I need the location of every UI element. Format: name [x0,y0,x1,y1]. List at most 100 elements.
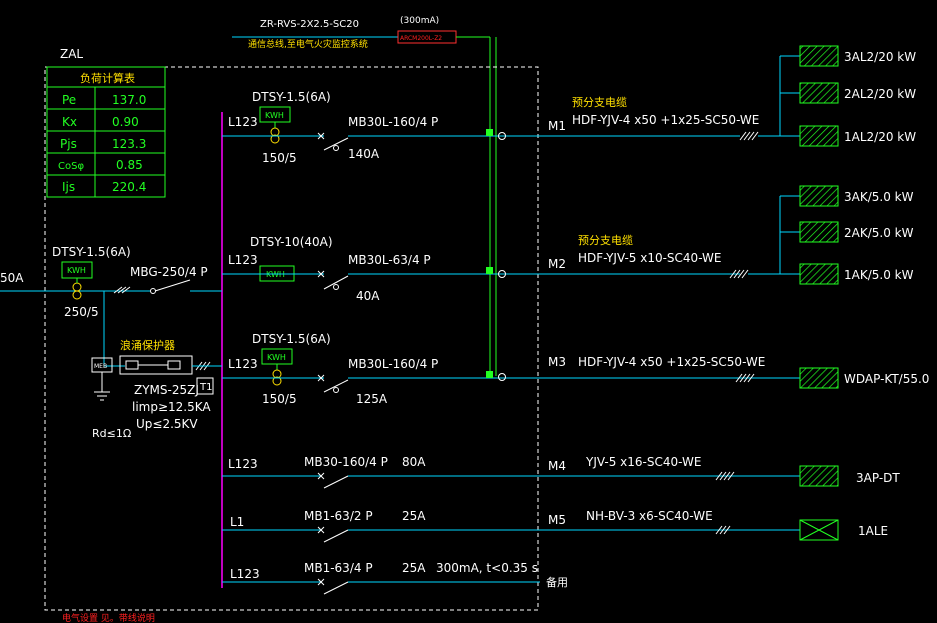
branch-m1-cable-label: 预分支电缆 [572,96,627,109]
branch-m3-meter-box: KWH [267,353,286,362]
load-val-ijs: 220.4 [112,180,146,194]
load-box-2ak: 2AK/5.0 kW [799,221,914,243]
branch-m2-breaker: MB30L-63/4 P [348,253,431,267]
load-label-3ap: 3AP-DT [856,471,900,485]
fire-monitor-line: ZR-RVS-2X2.5-SC20 (300mA) 通信总线,至电气火灾监控系统… [232,16,497,376]
spd-title: 浪涌保护器 [120,338,175,352]
spd-t1: T1 [199,382,212,393]
load-label-3ak: 3AK/5.0 kW [844,190,914,204]
panel-boundary [44,66,539,611]
branch-m1-breaker: MB30L-160/4 P [348,115,438,129]
branch-m3-breaker: MB30L-160/4 P [348,357,438,371]
load-box-3al2: 3AL2/20 kW [799,45,916,67]
load-table-title: 负荷计算表 [80,71,135,85]
branch-m5-cable: NH-BV-3 x6-SC40-WE [586,509,713,523]
load-val-kx: 0.90 [112,115,139,129]
branch-m2-phase: L123 [228,253,258,267]
riser-group-2 [748,195,800,275]
branch-m3-cable: HDF-YJV-4 x50 +1x25-SC50-WE [578,355,765,369]
meb-label: MEB [94,363,107,370]
rcm-device-label: ARCM200L-Z2 [400,35,442,42]
ground-resistance: Rd≤1Ω [92,427,131,440]
load-key-pjs: Pjs [60,137,77,151]
branch-m1-cable: HDF-YJV-4 x50 +1x25-SC50-WE [572,113,759,127]
branch-m5-phase: L1 [230,515,244,529]
branch-m3-rating: 125A [356,392,388,406]
branch-m2-cable-label: 预分支电缆 [578,234,633,247]
incoming-ct: 250/5 [64,305,99,319]
load-label-wdap: WDAP-KT/55.0 [844,372,929,386]
branch-m4: L123 MB30-160/4 P 80A M4 YJV-5 x16-SC40-… [222,455,800,489]
load-box-2al2: 2AL2/20 kW [799,82,916,104]
branch-spare-phase: L123 [230,567,260,581]
branch-spare-breaker: MB1-63/4 P [304,561,373,575]
branch-m4-id: M4 [548,459,566,473]
branch-m5-rating: 25A [402,509,426,523]
load-label-2ak: 2AK/5.0 kW [844,226,914,240]
branch-m5: L1 MB1-63/2 P 25A M5 NH-BV-3 x6-SC40-WE [222,509,800,543]
branch-spare-extra: 300mA, t<0.35 s [436,561,538,575]
branch-spare-label: 备用 [546,575,568,589]
branch-m1-id: M1 [548,119,566,133]
load-label-2al2: 2AL2/20 kW [844,87,916,101]
panel-name: ZAL [60,47,83,61]
load-label-1ale: 1ALE [858,524,888,538]
load-label-1ak: 1AK/5.0 kW [844,268,914,282]
load-box-3ap: 3AP-DT [799,465,900,487]
load-label-3al2: 3AL2/20 kW [844,50,916,64]
load-label-1al2: 1AL2/20 kW [844,130,916,144]
branch-m4-breaker: MB30-160/4 P [304,455,388,469]
load-box-1ak: 1AK/5.0 kW [799,263,914,285]
load-key-kx: Kx [62,115,77,129]
fire-monitor-note: 通信总线,至电气火灾监控系统 [248,38,368,50]
branch-m1-meter-box: KWH [265,111,284,120]
branch-m5-id: M5 [548,513,566,527]
incoming-left-current: 50A [0,271,24,285]
branch-m3-phase: L123 [228,357,258,371]
incoming-breaker: MBG-250/4 P [130,265,208,279]
branch-spare: L123 MB1-63/4 P 25A 300mA, t<0.35 s 备用 [222,561,568,595]
branch-m1: L123 DTSY-1.5(6A) KWH 150/5 MB30L-160/4 … [222,90,759,165]
branch-m2-cable: HDF-YJV-5 x10-SC40-WE [578,251,721,265]
branch-m2: L123 DTSY-10(40A) KWH MB30L-63/4 P 40A M… [222,234,740,303]
branch-m2-meter: DTSY-10(40A) [250,235,333,249]
load-box-1al2: 1AL2/20 kW [799,125,916,147]
branch-m2-rating: 40A [356,289,380,303]
load-box-1ale: 1ALE [799,519,888,541]
branch-m4-phase: L123 [228,457,258,471]
branch-m4-cable: YJV-5 x16-SC40-WE [585,455,701,469]
branch-m1-rating: 140A [348,147,380,161]
load-box-3ak: 3AK/5.0 kW [799,185,914,207]
incoming-meter-label: DTSY-1.5(6A) [52,245,131,259]
incoming-meter-box: KWH [67,266,86,275]
fire-monitor-current: (300mA) [400,16,439,26]
spd-model: ZYMS-25ZJ [134,383,199,397]
fire-monitor-cable: ZR-RVS-2X2.5-SC20 [260,19,359,30]
branch-m1-phase: L123 [228,115,258,129]
load-val-pe: 137.0 [112,93,146,107]
branch-m3-id: M3 [548,355,566,369]
branch-m3-meter: DTSY-1.5(6A) [252,332,331,346]
branch-m1-ct: 150/5 [262,151,297,165]
feeder-ticks [715,131,759,535]
load-key-pe: Pe [62,93,76,107]
branch-m3-ct: 150/5 [262,392,297,406]
spd-limp: limp≥12.5KA [132,400,211,414]
load-box-wdap: WDAP-KT/55.0 [799,367,929,389]
branch-m5-breaker: MB1-63/2 P [304,509,373,523]
load-key-ijs: Ijs [62,180,75,194]
riser-group-1 [758,55,800,137]
branch-m4-rating: 80A [402,455,426,469]
branch-m1-meter: DTSY-1.5(6A) [252,90,331,104]
load-val-pjs: 123.3 [112,137,146,151]
spd-up: Up≤2.5KV [136,417,198,431]
branch-spare-rating: 25A [402,561,426,575]
load-key-cos: CoSφ [58,161,84,172]
load-table: 负荷计算表 Pe 137.0 Kx 0.90 Pjs 123.3 CoSφ 0.… [46,66,166,198]
branch-m3: L123 DTSY-1.5(6A) KWH 150/5 MB30L-160/4 … [222,332,800,406]
footer-red-note: 电气设置 见。带线说明 [62,612,155,623]
incoming-circuit: 50A DTSY-1.5(6A) KWH 250/5 MBG-250/4 P M… [0,245,222,623]
branch-m2-id: M2 [548,257,566,271]
load-val-cos: 0.85 [116,158,143,172]
